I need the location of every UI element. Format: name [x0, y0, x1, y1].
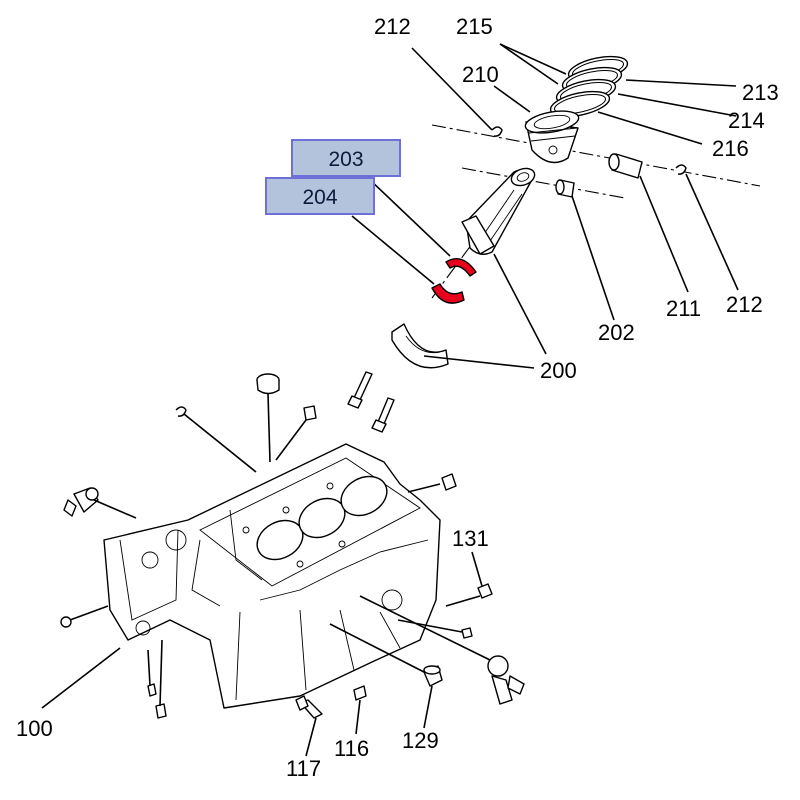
- small-plug: [303, 405, 317, 421]
- callout-116: 116: [334, 736, 369, 761]
- plug-left-mid: [60, 616, 72, 628]
- callout-100: 100: [16, 716, 53, 741]
- callout-labels: 212 215 210 213 214 216 211 212 202 200 …: [16, 14, 779, 781]
- leader-lines: [41, 43, 739, 757]
- callout-213: 213: [742, 80, 779, 105]
- piston: [524, 110, 580, 164]
- bolt-117: [295, 695, 323, 719]
- callout-200: 200: [540, 358, 577, 383]
- plug-right-top: [441, 473, 457, 491]
- pin-retainer-right: [675, 164, 687, 175]
- oil-pressure-plug-129: [423, 665, 443, 687]
- pin-bushing: [555, 179, 575, 198]
- callout-216: 216: [712, 136, 749, 161]
- rod-bolt-right: [371, 397, 395, 433]
- plug-116: [353, 685, 367, 701]
- rod-bolt-left: [347, 371, 373, 409]
- piston-pin: [608, 153, 643, 179]
- plug-131: [477, 583, 493, 599]
- callout-215: 215: [456, 14, 493, 39]
- callout-box-203[interactable]: 203: [291, 139, 401, 177]
- connecting-rod: [461, 167, 536, 255]
- plug-right-mid: [461, 627, 473, 639]
- callout-212-top: 212: [374, 14, 411, 39]
- callout-214: 214: [728, 108, 765, 133]
- connecting-rod-bearing-lower: [431, 283, 465, 304]
- callout-129: 129: [402, 728, 439, 753]
- callout-131: 131: [452, 526, 489, 551]
- callout-202: 202: [598, 320, 635, 345]
- pin-retainer-left: [491, 126, 503, 137]
- callout-212-right: 212: [726, 292, 763, 317]
- core-plug-top: [256, 373, 280, 395]
- callout-204-label: 204: [302, 186, 337, 209]
- callout-210: 210: [462, 62, 499, 87]
- dowel-lower-left: [147, 683, 167, 719]
- knock-sensor-left: [63, 487, 99, 517]
- connecting-rod-bearing-upper: [445, 258, 477, 277]
- dowel-ring: [175, 406, 187, 417]
- callout-117: 117: [286, 756, 321, 781]
- cylinder-block: [103, 443, 441, 709]
- callout-211: 211: [666, 296, 701, 321]
- piston-rings: [549, 55, 629, 118]
- callout-box-204[interactable]: 204: [265, 177, 375, 215]
- callout-203-label: 203: [328, 148, 363, 171]
- knock-sensor-right: [487, 655, 525, 705]
- connecting-rod-cap: [391, 323, 449, 369]
